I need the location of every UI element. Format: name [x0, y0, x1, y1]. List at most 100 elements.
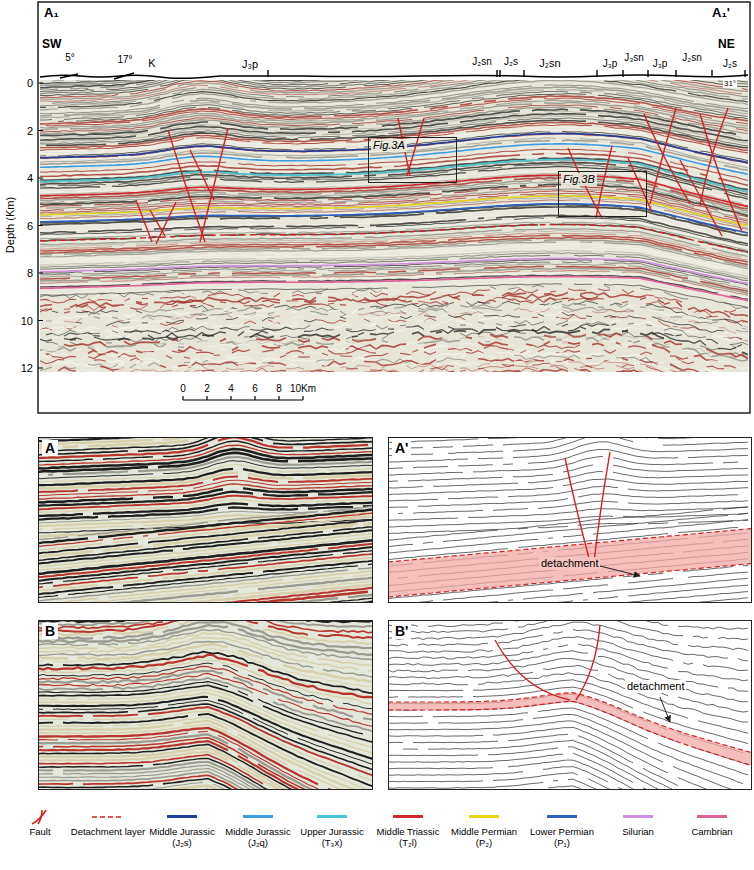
seismic-trace [76, 312, 742, 339]
seismic-trace [388, 620, 748, 640]
fault-line [565, 458, 590, 562]
depth-tick-label: 0 [27, 77, 33, 90]
panel-letter: B [42, 623, 58, 639]
legend-swatch [317, 815, 347, 818]
legend-label: Silurian [599, 827, 677, 838]
seismic-trace [40, 298, 748, 323]
legend-label: Upper Jurassic (T₃x) [293, 827, 371, 849]
seismic-trace [38, 461, 373, 479]
depth-tick-label: 8 [27, 267, 33, 280]
leader-arrow [660, 697, 670, 722]
panel-letter: A' [392, 440, 411, 456]
figure-box: Fig.3B [558, 171, 647, 217]
fault-line [700, 114, 742, 232]
surface-label: J₃p [653, 58, 668, 70]
tick [230, 396, 231, 400]
seismic-trace [38, 551, 373, 584]
depth-tick-label: 4 [27, 172, 33, 185]
tick [523, 70, 524, 77]
figure-label: Fig.3B [561, 173, 597, 186]
fault-line [200, 128, 228, 242]
seismic-trace [40, 80, 748, 110]
seismic-trace [58, 319, 748, 343]
seismic-trace [388, 622, 748, 651]
tick [302, 396, 303, 400]
horizon-line [40, 277, 748, 301]
seismic-trace [38, 652, 373, 694]
topography-line [40, 75, 748, 78]
tick [206, 396, 207, 400]
fault-line [650, 108, 676, 204]
tick [711, 70, 712, 77]
legend-label: Middle Jurassic (J₂q) [219, 827, 297, 849]
seismic-trace [388, 701, 748, 764]
panel-box: A'detachment [388, 437, 752, 603]
surface-label: 5° [65, 52, 75, 64]
seismic-trace [38, 441, 373, 461]
fault-line [628, 158, 652, 212]
seismic-trace [388, 437, 748, 456]
seismic-trace [38, 437, 368, 458]
section-name: A₁' [712, 6, 730, 21]
tick [254, 396, 255, 400]
detachment-band [388, 693, 752, 766]
seismic-trace [388, 637, 748, 671]
seismic-trace [52, 351, 742, 372]
fault-line [407, 118, 424, 176]
seismic-ground [40, 80, 748, 372]
seismic-trace [388, 592, 748, 603]
depth-tick-label: 2 [27, 124, 33, 137]
tick [496, 70, 497, 77]
seismic-trace [40, 355, 736, 372]
scale-label: 8 [276, 383, 282, 395]
seismic-trace [48, 437, 373, 451]
surface-label: 31° [723, 79, 737, 88]
fault-sample [32, 810, 46, 824]
scale-label: 4 [228, 383, 234, 395]
legend-swatch [547, 815, 577, 818]
fault-line [594, 452, 610, 562]
closeup-panel [388, 437, 752, 603]
seismic-trace [40, 107, 748, 134]
panel-letter: B' [392, 623, 411, 639]
scale-label: 6 [252, 383, 258, 395]
seismic-trace [40, 349, 742, 372]
scale-label: 10Km [290, 383, 316, 395]
legend-label: Detachment layer [69, 827, 147, 838]
legend-label: Lower Permian (P₁) [523, 827, 601, 849]
seismic-trace [38, 779, 373, 791]
detachment-sample [92, 816, 124, 818]
seismic-trace [48, 595, 373, 603]
fault-line [596, 146, 612, 218]
fault-line [150, 210, 165, 236]
seismic-trace [46, 324, 742, 348]
legend-swatch [469, 815, 499, 818]
fault-line [190, 150, 214, 200]
horizons [40, 134, 748, 301]
seismic-trace [38, 449, 373, 469]
surface-label: J₃sn [624, 52, 644, 64]
fault-line [700, 108, 728, 206]
legend-label: Middle Permian (P₂) [445, 827, 523, 849]
legend-swatch [393, 815, 423, 818]
figure-label: Fig.3A [371, 139, 407, 152]
tick [622, 70, 623, 77]
panel-box: A [38, 437, 373, 603]
legend-swatch [623, 815, 653, 818]
seismic-trace [388, 651, 748, 692]
depth-tick-label: 10 [21, 314, 33, 327]
fault-line [576, 625, 600, 700]
tick [647, 70, 648, 77]
horizon-line [40, 258, 748, 283]
dip-symbol [60, 74, 78, 78]
seismic-trace [38, 453, 373, 472]
legend-label: Fault [1, 827, 79, 838]
seismic-trace [388, 620, 748, 629]
seismic-trace [70, 366, 748, 373]
direction-label: SW [42, 38, 61, 52]
seismic-trace [38, 445, 373, 465]
detachment-band [388, 529, 752, 598]
legend-samples [32, 810, 124, 824]
seismic-section [40, 80, 748, 372]
seismic-trace [388, 437, 748, 449]
